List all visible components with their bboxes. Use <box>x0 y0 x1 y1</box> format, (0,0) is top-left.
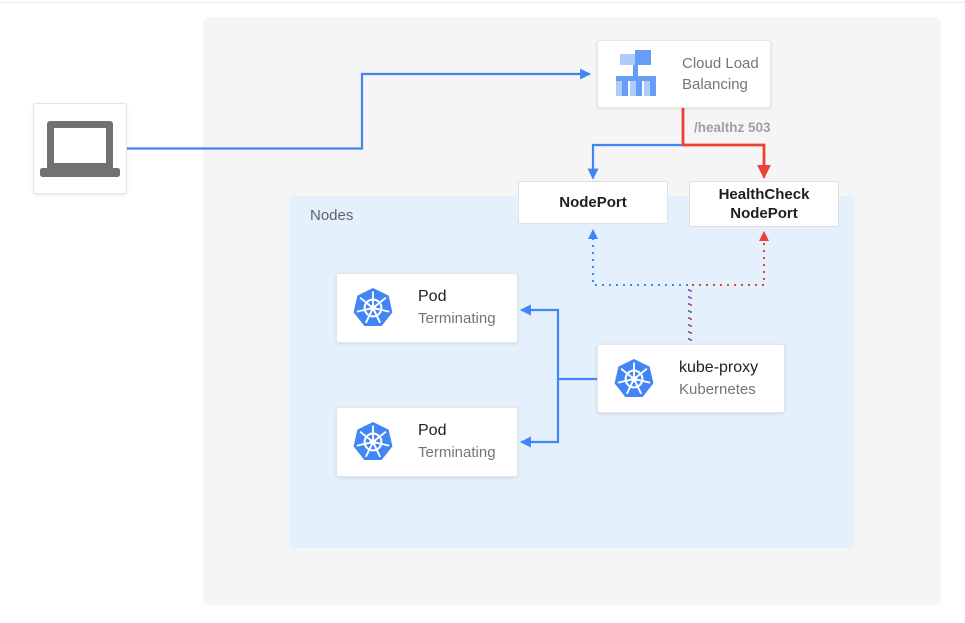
kubernetes-icon <box>353 422 393 460</box>
healthz-status-label: /healthz 503 <box>694 120 771 135</box>
pod-node-2: Pod Terminating <box>336 407 518 477</box>
nodeport-node: NodePort <box>518 181 668 224</box>
kube-proxy-subtitle: Kubernetes <box>679 380 756 398</box>
kube-proxy-node: kube-proxy Kubernetes <box>597 344 785 413</box>
nodes-group-label: Nodes <box>310 207 354 224</box>
pod-title: Pod <box>418 288 447 305</box>
nodeport-label: NodePort <box>559 194 627 211</box>
pod-status: Terminating <box>418 310 496 327</box>
pod-status: Terminating <box>418 444 496 461</box>
laptop-icon <box>40 120 120 177</box>
kubernetes-icon <box>353 288 393 326</box>
pod-title: Pod <box>418 422 447 439</box>
healthcheck-nodeport-node: HealthCheck NodePort <box>689 181 839 227</box>
healthcheck-nodeport-label: HealthCheck NodePort <box>718 186 810 222</box>
cloud-load-balancing-icon <box>616 50 656 96</box>
cloud-load-balancing-node: Cloud Load Balancing <box>597 40 771 108</box>
cloud-load-balancing-label: Cloud Load Balancing <box>682 55 759 93</box>
kube-proxy-title: kube-proxy <box>679 358 759 376</box>
client-node <box>33 103 127 194</box>
pod-node-1: Pod Terminating <box>336 273 518 343</box>
top-divider <box>0 2 965 3</box>
kubernetes-icon <box>614 358 654 397</box>
